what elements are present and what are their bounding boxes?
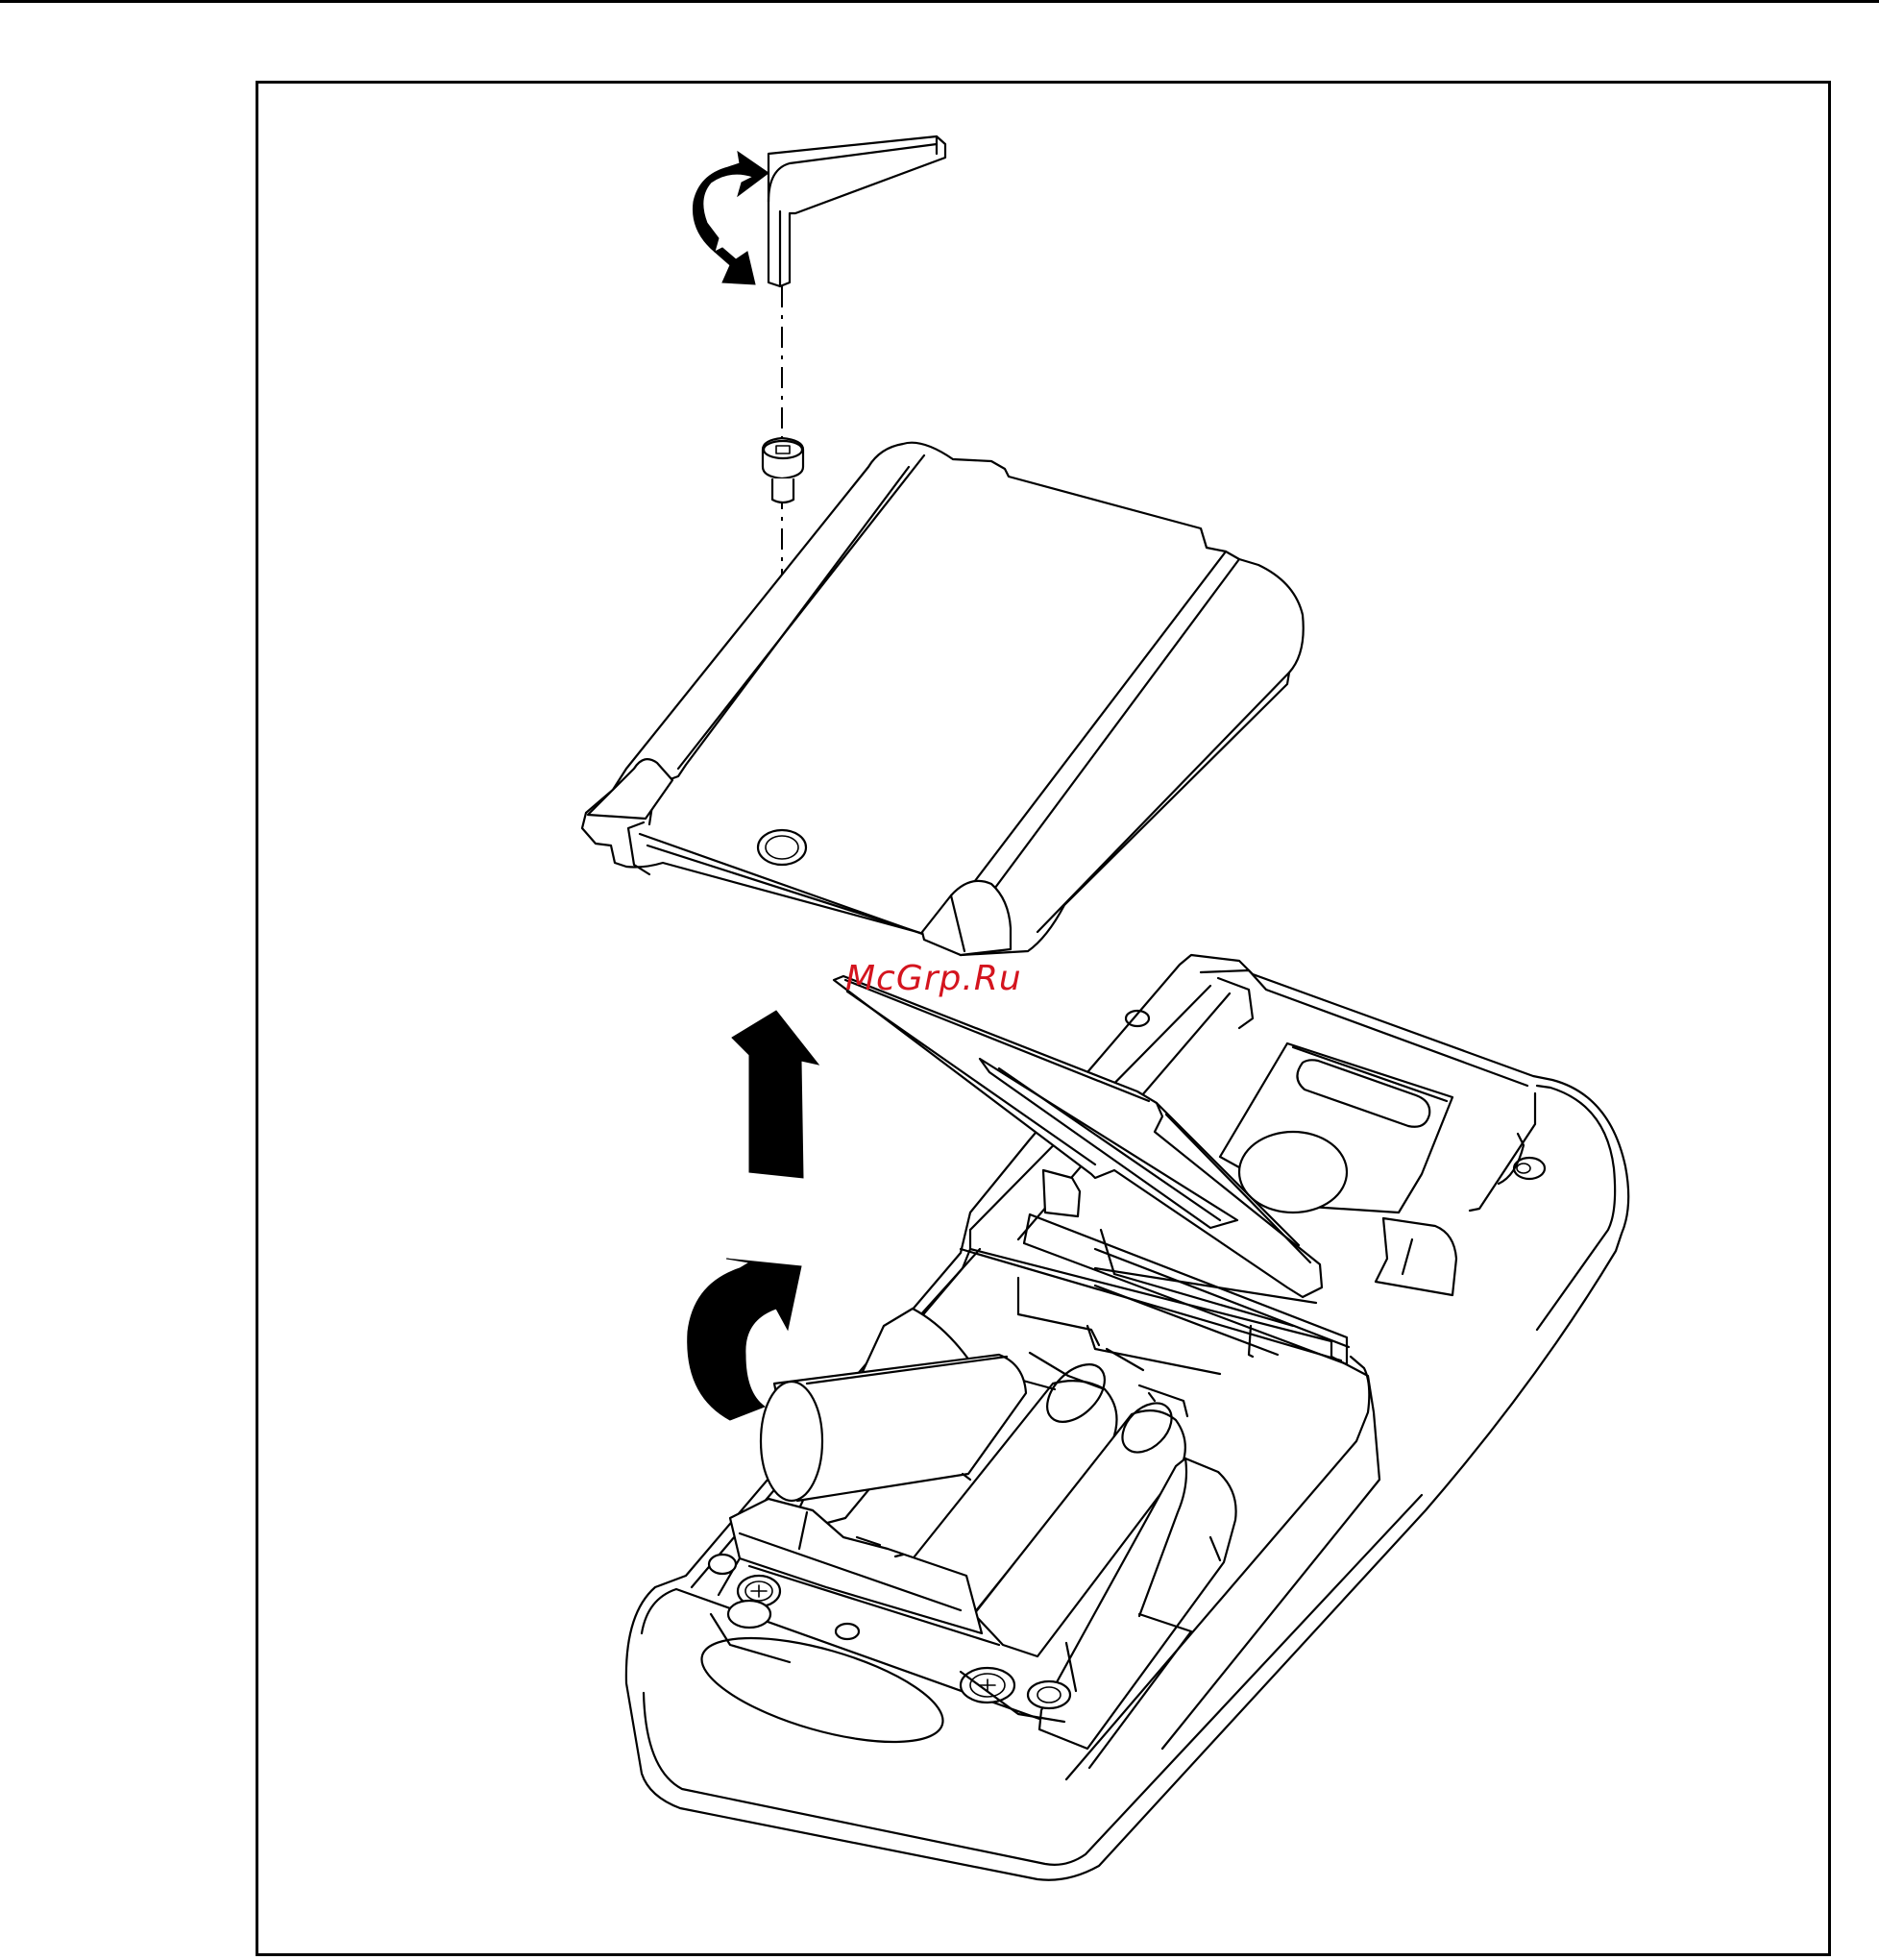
curved-arrow-icon — [693, 152, 769, 284]
hex-key-icon — [769, 136, 945, 286]
battery-door-icon — [582, 443, 1304, 955]
watermark-text: McGrp.Ru — [845, 959, 1022, 998]
screw-icon — [763, 438, 803, 502]
up-arrow-icon — [732, 1011, 818, 1178]
